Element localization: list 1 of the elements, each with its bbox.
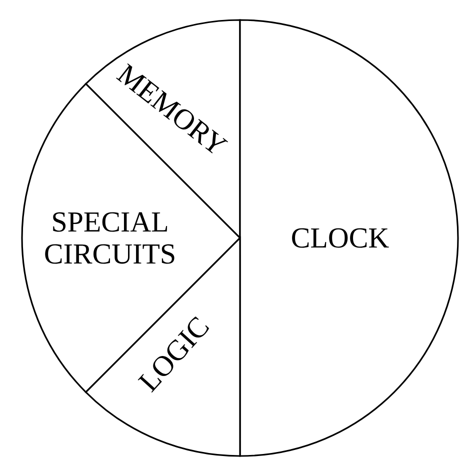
node-label: CLOCK [292,228,389,248]
